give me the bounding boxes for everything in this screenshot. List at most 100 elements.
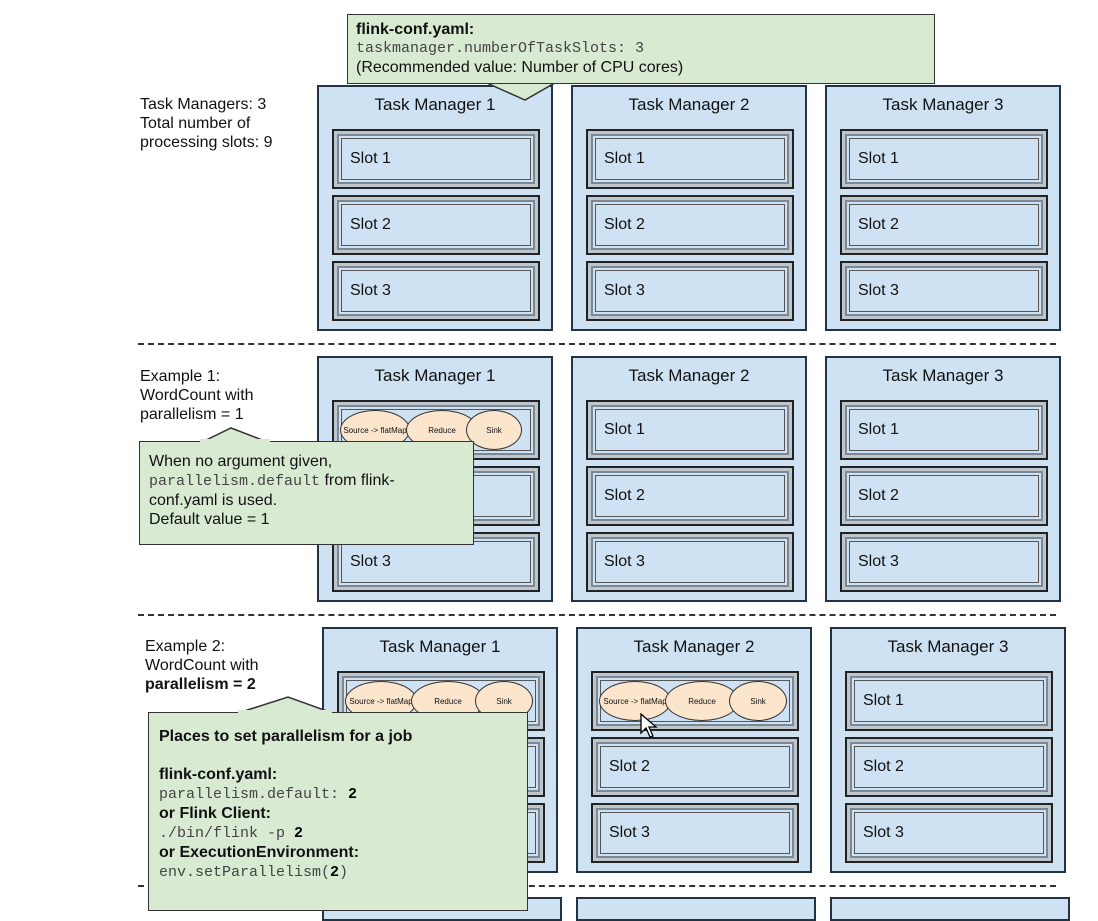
example2-env-title: or ExecutionEnvironment: bbox=[159, 844, 360, 861]
section2-label-line: WordCount with bbox=[140, 387, 254, 404]
slot-label: Slot 3 bbox=[863, 824, 904, 841]
section1-label-line: processing slots: 9 bbox=[140, 134, 273, 151]
slot-label: Slot 1 bbox=[858, 421, 899, 438]
slot-label: Slot 2 bbox=[604, 216, 645, 233]
top-callout: flink-conf.yaml: taskmanager.numberOfTas… bbox=[347, 14, 935, 84]
slot: Slot 3 bbox=[591, 803, 799, 863]
task-manager-title: Task Manager 3 bbox=[882, 366, 1004, 385]
operator-sink: Sink bbox=[466, 410, 522, 450]
example2-conf-code: parallelism.default: bbox=[159, 786, 349, 803]
operator-reduce: Reduce bbox=[665, 681, 739, 721]
example1-callout-line2: parallelism.default from flink- bbox=[149, 471, 464, 491]
slot-label: Slot 3 bbox=[350, 553, 391, 570]
example2-env-value: 2 bbox=[330, 864, 340, 881]
section2-label-line: Example 1: bbox=[140, 368, 221, 385]
top-callout-pointer bbox=[478, 80, 562, 101]
operator-source-flatmap: Source -> flatMap bbox=[599, 681, 671, 721]
task-manager-title: Task Manager 2 bbox=[628, 95, 750, 114]
top-callout-note: (Recommended value: Number of CPU cores) bbox=[356, 59, 684, 76]
slot: Slot 2 bbox=[840, 466, 1048, 526]
example2-env-close: ) bbox=[339, 864, 349, 881]
slot-label: Slot 3 bbox=[858, 282, 899, 299]
task-manager-1: Task Manager 1 Slot 1 Slot 2 Slot 3 bbox=[317, 85, 553, 331]
section2-label-line: parallelism = 1 bbox=[140, 406, 244, 423]
slot-label: Slot 3 bbox=[350, 282, 391, 299]
example1-callout-line4: Default value = 1 bbox=[149, 511, 270, 528]
example2-callout-pointer-cover bbox=[238, 710, 332, 715]
slot: Slot 1 bbox=[840, 129, 1048, 189]
example1-callout-pointer-cover bbox=[200, 439, 270, 444]
section1-label: Task Managers: 3 Total number of process… bbox=[140, 95, 273, 152]
example2-conf-title: flink-conf.yaml: bbox=[159, 766, 278, 783]
task-manager-title: Task Manager 3 bbox=[887, 637, 1009, 656]
section1-label-line: Total number of bbox=[140, 115, 251, 132]
slot-label: Slot 2 bbox=[609, 758, 650, 775]
slot: Slot 3 bbox=[845, 803, 1053, 863]
slot: Slot 1 bbox=[845, 671, 1053, 731]
task-manager-title: Task Manager 1 bbox=[374, 366, 496, 385]
operator-sink: Sink bbox=[729, 681, 787, 721]
slot-label: Slot 1 bbox=[863, 692, 904, 709]
slot: Slot 2 bbox=[332, 195, 540, 255]
example2-env-code: env.setParallelism( bbox=[159, 864, 331, 881]
slot-label: Slot 1 bbox=[604, 421, 645, 438]
task-manager-2: Task Manager 2 Slot 1 Slot 2 Slot 3 bbox=[571, 85, 807, 331]
section-divider bbox=[138, 343, 1056, 345]
slot: Slot 3 bbox=[840, 532, 1048, 592]
slot: Slot 3 bbox=[332, 261, 540, 321]
next-row-edge bbox=[576, 897, 816, 921]
slot-label: Slot 3 bbox=[858, 553, 899, 570]
slot: Slot 3 bbox=[586, 261, 794, 321]
slot: Slot 1 bbox=[840, 400, 1048, 460]
example1-callout-text: from flink- bbox=[320, 472, 395, 489]
slot-label: Slot 3 bbox=[604, 282, 645, 299]
example2-callout: Places to set parallelism for a job flin… bbox=[148, 712, 528, 911]
example1-callout-line3: conf.yaml is used. bbox=[149, 492, 278, 509]
slot: Source -> flatMap Reduce Sink bbox=[591, 671, 799, 731]
task-manager-title: Task Manager 2 bbox=[628, 366, 750, 385]
slot-label: Slot 2 bbox=[863, 758, 904, 775]
section-divider bbox=[138, 614, 1056, 616]
example2-client-value: 2 bbox=[294, 825, 304, 842]
task-manager-3: Task Manager 3 Slot 1 Slot 2 Slot 3 bbox=[825, 356, 1061, 602]
slot-label: Slot 1 bbox=[858, 150, 899, 167]
task-manager-3: Task Manager 3 Slot 1 Slot 2 Slot 3 bbox=[825, 85, 1061, 331]
example1-callout: When no argument given, parallelism.defa… bbox=[139, 441, 474, 545]
slot: Slot 1 bbox=[586, 400, 794, 460]
slot-label: Slot 2 bbox=[858, 487, 899, 504]
slot: Slot 3 bbox=[840, 261, 1048, 321]
section3-label-line: parallelism = 2 bbox=[145, 676, 256, 693]
section1-label-line: Task Managers: 3 bbox=[140, 96, 267, 113]
slot: Slot 3 bbox=[332, 532, 540, 592]
slot: Slot 2 bbox=[591, 737, 799, 797]
example2-callout-pointer bbox=[234, 696, 336, 714]
slot-label: Slot 2 bbox=[858, 216, 899, 233]
example2-client-title: or Flink Client: bbox=[159, 805, 271, 822]
slot: Slot 2 bbox=[845, 737, 1053, 797]
slot-label: Slot 3 bbox=[609, 824, 650, 841]
slot: Slot 3 bbox=[586, 532, 794, 592]
section-divider bbox=[138, 885, 1056, 887]
section2-label: Example 1: WordCount with parallelism = … bbox=[140, 367, 254, 424]
example1-callout-code: parallelism.default bbox=[149, 473, 321, 490]
slot-label: Slot 1 bbox=[350, 150, 391, 167]
task-manager-3: Task Manager 3 Slot 1 Slot 2 Slot 3 bbox=[830, 627, 1066, 873]
example2-conf-line: parallelism.default: 2 bbox=[159, 784, 517, 804]
slot: Slot 2 bbox=[586, 195, 794, 255]
operator-chain: Source -> flatMap Reduce Sink bbox=[599, 679, 799, 725]
slot-label: Slot 1 bbox=[604, 150, 645, 167]
top-callout-code: taskmanager.numberOfTaskSlots: 3 bbox=[356, 40, 645, 57]
task-manager-title: Task Manager 2 bbox=[633, 637, 755, 656]
task-manager-2: Task Manager 2 Source -> flatMap Reduce … bbox=[576, 627, 812, 873]
slot-label: Slot 2 bbox=[604, 487, 645, 504]
mouse-cursor-icon bbox=[640, 713, 658, 738]
task-manager-2: Task Manager 2 Slot 1 Slot 2 Slot 3 bbox=[571, 356, 807, 602]
next-row-edge bbox=[830, 897, 1070, 921]
example1-callout-line1: When no argument given, bbox=[149, 453, 333, 470]
slot-label: Slot 3 bbox=[604, 553, 645, 570]
section3-label: Example 2: WordCount with parallelism = … bbox=[145, 637, 259, 694]
slot: Slot 1 bbox=[586, 129, 794, 189]
task-manager-title: Task Manager 1 bbox=[379, 637, 501, 656]
example2-callout-heading: Places to set parallelism for a job bbox=[159, 728, 413, 745]
section3-label-line: Example 2: bbox=[145, 638, 226, 655]
